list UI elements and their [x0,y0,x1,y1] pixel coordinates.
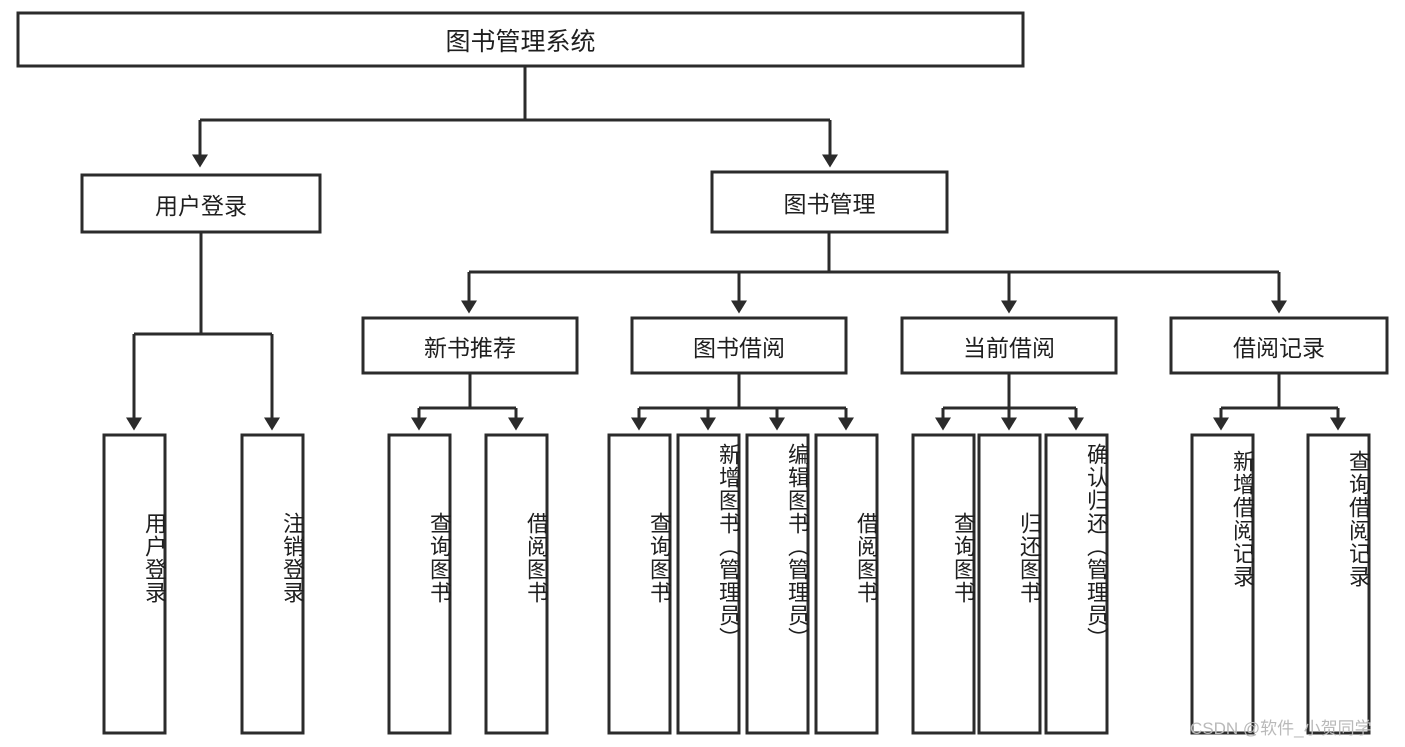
leaf-book-borrow-3[interactable] [814,433,879,735]
node-current-borrow[interactable] [900,316,1118,375]
leaf-new-book-0[interactable] [387,433,452,735]
node-new-book-recommend[interactable] [361,316,579,375]
leaf-new-book-1[interactable] [484,433,549,735]
connector-current-to-leaves [935,373,1084,431]
leaf-borrow-record-0[interactable] [1190,433,1255,735]
leaf-book-borrow-0[interactable] [607,433,672,735]
connector-newbook-to-leaves [411,373,524,431]
leaf-book-borrow-1[interactable] [676,433,741,735]
leaf-book-borrow-2[interactable] [745,433,810,735]
leaf-current-borrow-2[interactable] [1044,433,1109,735]
leaf-user-login-1[interactable] [240,433,305,735]
node-borrow-record[interactable] [1169,316,1389,375]
leaf-current-borrow-1[interactable] [977,433,1042,735]
leaf-current-borrow-0[interactable] [911,433,976,735]
leaf-borrow-record-1[interactable] [1306,433,1371,735]
connector-record-to-leaves [1213,373,1346,431]
connector-bookmgmt-to-level3 [461,232,1287,314]
connector-userlogin-to-leaves [126,232,280,431]
connector-borrow-to-leaves [631,373,854,431]
node-book-management[interactable] [710,170,949,234]
node-book-borrow[interactable] [630,316,848,375]
leaf-user-login-0[interactable] [102,433,167,735]
node-root[interactable] [16,11,1025,68]
node-user-login[interactable] [80,173,322,234]
connector-root-to-level2 [192,66,838,168]
